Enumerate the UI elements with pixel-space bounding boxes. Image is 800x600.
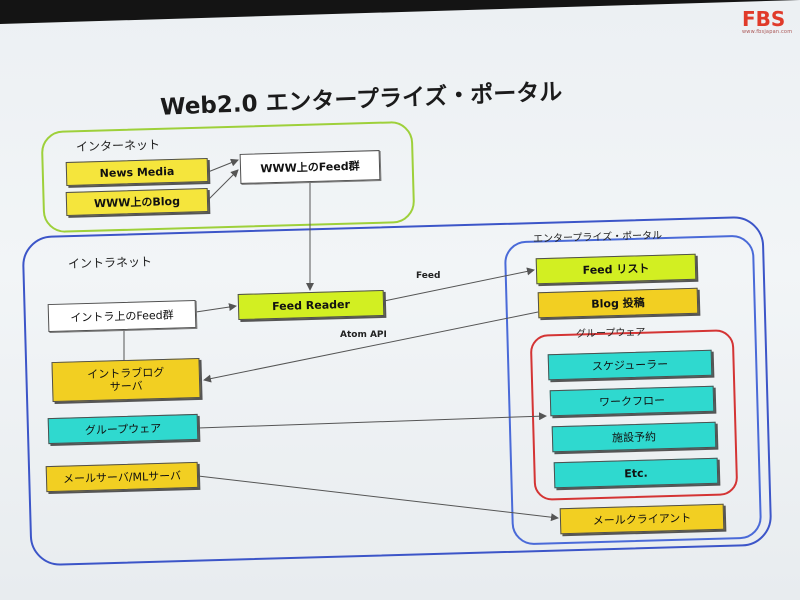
edge-blogpost-to-blogserver xyxy=(203,311,539,383)
www-feed-node: WWW上のFeed群 xyxy=(239,150,381,184)
logo-text: FBS xyxy=(742,7,786,31)
edge-mail-to-client xyxy=(197,475,559,522)
etc-node: Etc. xyxy=(553,457,719,489)
workflow-node: ワークフロー xyxy=(549,385,715,417)
edge-intrafeed-to-reader xyxy=(195,303,237,313)
edge-groupware-to-scheduler xyxy=(197,412,547,429)
edge-reader-to-feedlist xyxy=(383,267,535,302)
mail-client-node: メールクライアント xyxy=(559,503,725,535)
intrablog-server-label: イントラブログ サーバ xyxy=(87,365,165,394)
feed-reader-node: Feed Reader xyxy=(237,289,385,321)
facility-booking-node: 施設予約 xyxy=(551,421,717,453)
fbs-logo: FBS www.fbsjapan.com xyxy=(742,9,794,39)
mail-server-node: メールサーバ/MLサーバ xyxy=(45,461,199,493)
edge-label-feed: Feed xyxy=(416,271,441,281)
blog-post-node: Blog 投稿 xyxy=(537,287,699,319)
groupware-node: グループウェア xyxy=(47,413,199,445)
www-blog-node: WWW上のBlog xyxy=(65,188,209,216)
intrablog-server-node: イントラブログ サーバ xyxy=(51,357,201,403)
feed-list-node: Feed リスト xyxy=(535,253,697,285)
edge-blog-to-wwwfeed xyxy=(207,169,239,201)
scheduler-node: スケジューラー xyxy=(547,349,713,381)
intranet-feed-node: イントラ上のFeed群 xyxy=(47,299,197,333)
news-media-node: News Media xyxy=(65,158,209,186)
edge-news-to-wwwfeed xyxy=(207,158,239,173)
edge-label-atom-api: Atom API xyxy=(340,330,387,340)
logo-tagline: www.fbsjapan.com xyxy=(742,29,793,35)
